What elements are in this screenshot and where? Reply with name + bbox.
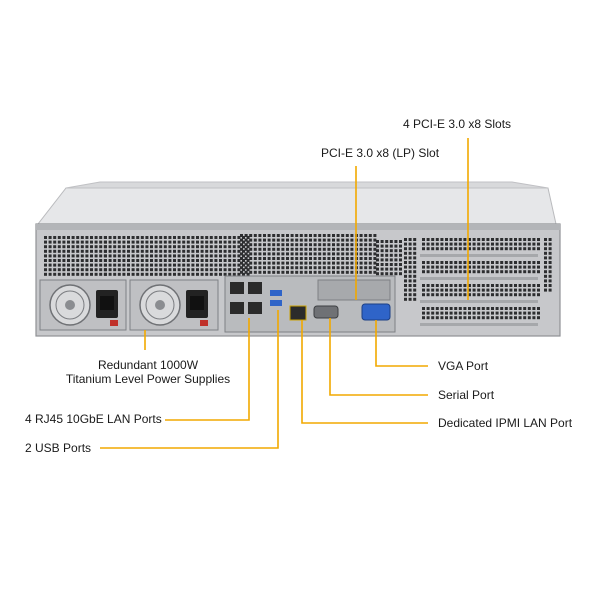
- label-ipmi-port: Dedicated IPMI LAN Port: [438, 416, 573, 430]
- label-power-supplies: Redundant 1000W Titanium Level Power Sup…: [58, 358, 238, 386]
- label-power-supplies-line2: Titanium Level Power Supplies: [65, 372, 231, 386]
- leader-lan-ports: [165, 318, 250, 421]
- label-lan-ports: 4 RJ45 10GbE LAN Ports: [25, 412, 162, 426]
- label-serial-port: Serial Port: [438, 388, 495, 402]
- usb-ports: [270, 290, 282, 306]
- label-vga-port: VGA Port: [438, 359, 489, 373]
- label-pcie-slots: 4 PCI-E 3.0 x8 Slots: [403, 117, 512, 131]
- label-power-supplies-line1: Redundant 1000W: [97, 358, 199, 372]
- leader-serial-port: [329, 318, 428, 396]
- left-vent-grille: [44, 236, 250, 276]
- rj45-lan-ports: [230, 282, 262, 314]
- leader-ipmi-port: [301, 320, 428, 424]
- power-supply-1: [39, 279, 127, 331]
- label-pcie-lp-slot: PCI-E 3.0 x8 (LP) Slot: [321, 146, 440, 160]
- ipmi-lan-port: [289, 305, 307, 321]
- leader-usb-ports: [100, 310, 279, 449]
- label-usb-ports: 2 USB Ports: [25, 441, 92, 455]
- power-supply-2: [129, 279, 219, 331]
- leader-vga-port: [375, 320, 428, 367]
- right-pcie-slot-covers: [404, 238, 552, 326]
- lp-pcie-slot-cover: [317, 279, 391, 301]
- serial-port: [313, 305, 339, 319]
